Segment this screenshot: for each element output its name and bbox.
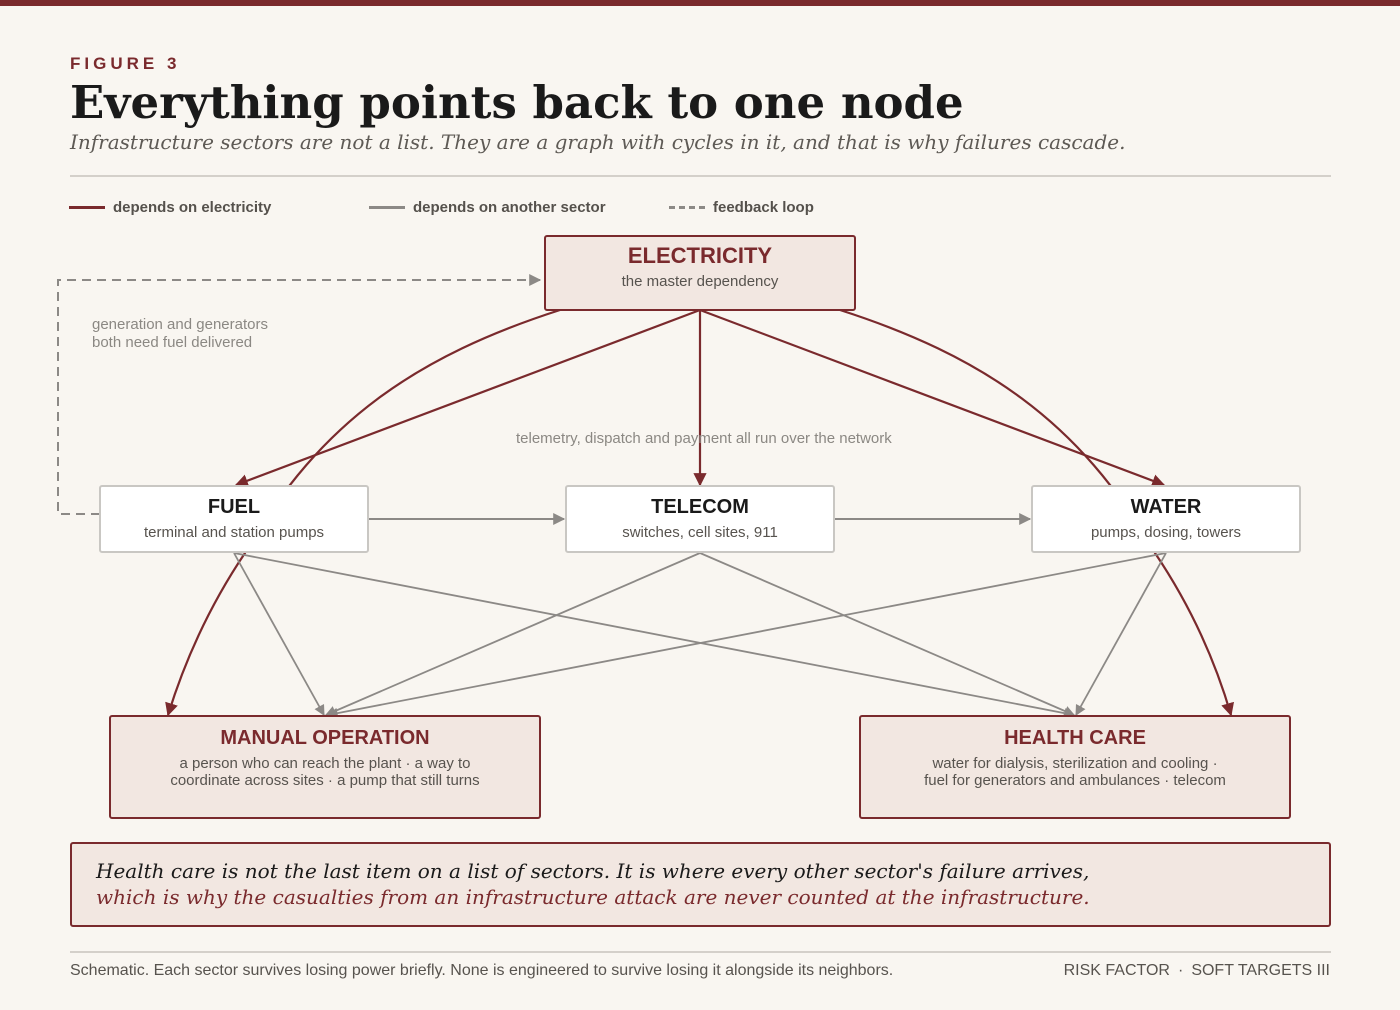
node-title: WATER (1130, 496, 1202, 518)
edge-telecom-manual (325, 552, 701, 717)
footer-divider (70, 951, 1331, 953)
edge-fuel-manual (233, 552, 325, 716)
top-accent-bar (0, 0, 1400, 6)
node-health-care: HEALTH CARE water for dialysis, steriliz… (859, 715, 1291, 819)
node-title: ELECTRICITY (627, 243, 773, 268)
node-manual-operation: MANUAL OPERATION a person who can reach … (109, 715, 541, 819)
credit-separator: · (1177, 962, 1184, 979)
feedback-annotation-line: both need fuel delivered (92, 334, 253, 351)
feedback-annotation-line: generation and generators (92, 316, 268, 333)
node-title: TELECOM (651, 496, 749, 518)
node-subtitle: water for dialysis, sterilization and co… (932, 755, 1218, 772)
credit-publication: RISK FACTOR (1063, 962, 1170, 979)
figure-label: FIGURE 3 (70, 54, 181, 73)
legend-item-electricity: depends on electricity (69, 199, 271, 216)
legend-label: depends on electricity (113, 199, 272, 216)
node-title: FUEL (207, 496, 261, 518)
feedback-annotation: generation and generators both need fuel… (92, 316, 268, 352)
callout-line-accent: which is why the casualties from an infr… (96, 885, 1090, 909)
legend-label: feedback loop (713, 199, 814, 216)
node-fuel: FUEL terminal and station pumps (99, 485, 369, 553)
legend-item-feedback: feedback loop (669, 199, 814, 216)
legend-swatch-electricity (69, 206, 105, 209)
edge-electricity-water (699, 308, 1166, 487)
node-electricity: ELECTRICITY the master dependency (544, 235, 856, 311)
legend-item-sector: depends on another sector (369, 199, 606, 216)
callout-line: Health care is not the last item on a li… (96, 859, 1090, 883)
credit: RISK FACTOR · SOFT TARGETS III (1064, 962, 1330, 980)
node-subtitle: pumps, dosing, towers (1090, 524, 1242, 541)
edge-fuel-health (233, 552, 1076, 719)
edge-fuel-electricity-feedback (57, 274, 542, 515)
conclusion-callout: Health care is not the last item on a li… (70, 842, 1331, 927)
node-telecom: TELECOM switches, cell sites, 911 (565, 485, 835, 553)
telecom-annotation: telemetry, dispatch and payment all run … (516, 430, 892, 447)
edge-water-manual (326, 552, 1167, 719)
node-subtitle: terminal and station pumps (143, 524, 325, 541)
node-subtitle: switches, cell sites, 911 (622, 524, 778, 541)
node-subtitle: coordinate across sites · a pump that st… (170, 772, 480, 789)
edge-electricity-fuel (234, 308, 701, 487)
node-subtitle: the master dependency (621, 273, 779, 290)
legend-label: depends on another sector (413, 199, 606, 216)
edge-water-health (1075, 552, 1167, 716)
node-title: MANUAL OPERATION (220, 727, 430, 749)
edge-telecom-health (699, 552, 1075, 717)
node-subtitle: fuel for generators and ambulances · tel… (924, 772, 1226, 789)
header-divider (70, 175, 1331, 177)
figure-title: Everything points back to one node (70, 76, 964, 129)
figure-subtitle: Infrastructure sectors are not a list. T… (70, 130, 1126, 154)
node-title: HEALTH CARE (1004, 727, 1146, 749)
credit-series: SOFT TARGETS III (1191, 962, 1330, 979)
node-water: WATER pumps, dosing, towers (1031, 485, 1301, 553)
node-subtitle: a person who can reach the plant · a way… (179, 755, 471, 772)
footnote: Schematic. Each sector survives losing p… (70, 962, 894, 979)
legend-swatch-feedback (669, 206, 705, 209)
legend-swatch-sector (369, 206, 405, 209)
